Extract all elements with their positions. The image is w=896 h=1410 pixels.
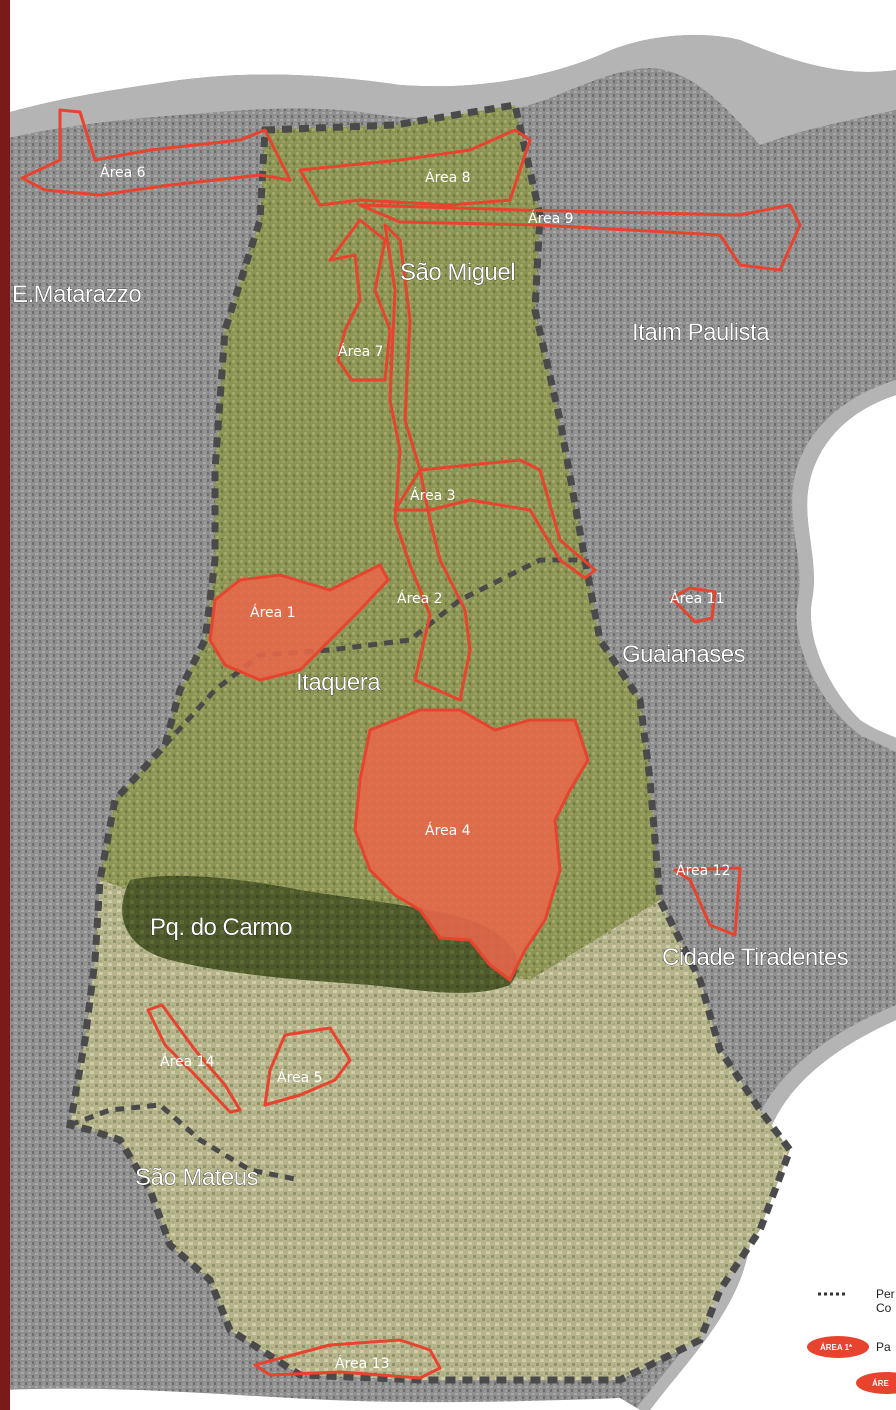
legend-line2: Pa	[876, 1340, 891, 1354]
legend-badge-2-label: ÁRE	[872, 1379, 890, 1388]
area-8-outline	[298, 128, 532, 207]
area-label-11: Área 11	[670, 590, 724, 607]
district-label-guaianases: Guaianases	[622, 641, 746, 668]
area-label-7: Área 7	[338, 343, 384, 360]
area-label-5: Área 5	[277, 1069, 323, 1086]
district-label-pq-carmo: Pq. do Carmo	[150, 914, 292, 941]
zone-south-light	[70, 880, 790, 1380]
area-label-6: Área 6	[100, 164, 146, 181]
district-label-sao-miguel: São Miguel	[400, 259, 515, 286]
area-5-outline	[263, 1026, 352, 1107]
area-4-polygon	[353, 708, 590, 983]
legend-badge-1	[807, 1336, 869, 1358]
area-7-outline	[328, 218, 392, 382]
area-label-8: Área 8	[425, 169, 471, 186]
area-label-13: Área 13	[335, 1355, 389, 1372]
area-label-2: Área 2	[397, 590, 443, 607]
area-label-1: Área 1	[250, 604, 296, 621]
legend-line1-b: Co	[876, 1301, 892, 1315]
district-label-itaquera: Itaquera	[296, 669, 381, 696]
area-3-outline	[393, 458, 597, 580]
district-label-matarazzo: E.Matarazzo	[12, 281, 141, 308]
area-label-12: Área 12	[676, 862, 730, 879]
area-2-outline	[383, 223, 472, 702]
district-label-cidade-tiradentes: Cidade Tiradentes	[662, 944, 849, 971]
area-label-3: Área 3	[410, 487, 456, 504]
blank-area-southeast	[650, 1020, 896, 1410]
legend: Per Co ÁREA 1* Pa ÁRE	[807, 1287, 896, 1394]
area-13-outline	[253, 1338, 442, 1380]
district-label-sao-mateus: São Mateus	[135, 1164, 259, 1191]
area-9-outline	[358, 203, 802, 272]
area-1-polygon	[208, 563, 390, 682]
legend-badge-1-label: ÁREA 1*	[820, 1343, 853, 1352]
outer-band-east	[792, 380, 896, 752]
left-frame	[0, 0, 10, 1410]
area-11-outline	[670, 586, 717, 624]
blank-area-top	[0, 0, 896, 115]
blank-area-east	[807, 395, 896, 738]
area-label-14: Área 14	[160, 1053, 215, 1070]
area-polygons	[20, 108, 802, 1380]
blank-area-south	[0, 1388, 640, 1410]
area-6-outline	[20, 108, 292, 197]
area-12-outline	[673, 866, 742, 937]
inner-boundary	[163, 557, 585, 747]
area-label-4: Área 4	[425, 822, 471, 839]
legend-badge-2	[856, 1372, 896, 1394]
area-label-9: Área 9	[528, 210, 574, 227]
park-carmo	[122, 875, 518, 993]
zone-boundary	[65, 101, 794, 1384]
district-label-itaim: Itaim Paulista	[632, 319, 770, 346]
outer-band-top	[0, 35, 896, 145]
inner-boundary-south	[69, 1102, 301, 1183]
area-14-outline	[146, 1003, 242, 1114]
legend-line1-a: Per	[876, 1287, 895, 1301]
